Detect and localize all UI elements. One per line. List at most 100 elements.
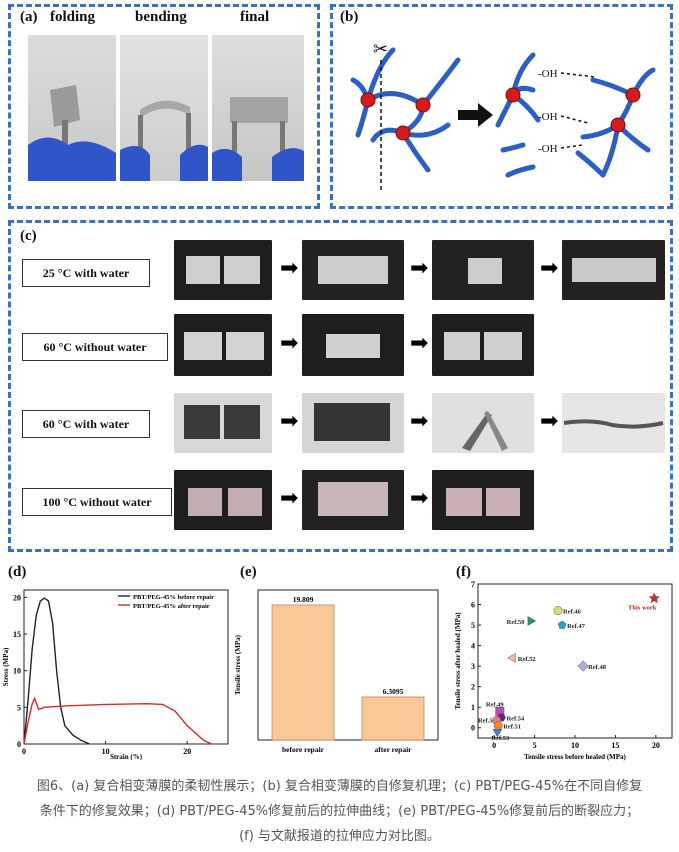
row2-photo-2 [302,314,404,376]
point-label: Ref.54 [506,715,525,722]
x-axis-label: Tensile stress before healed (MPa) [524,753,626,761]
point-label: This work [628,604,657,611]
series-line-after-repair [23,696,212,745]
x-tick-label: 5 [533,741,537,750]
marker-ref-51 [493,721,503,731]
point-label: Ref.50 [507,619,525,626]
point-label: Ref.52 [518,656,536,663]
panel-a-label-final: final [240,9,270,25]
row1-photo-1 [174,240,272,300]
x-tick-label: 0 [22,747,26,756]
marker-ref-52 [507,652,516,663]
y-tick-label: 20 [13,593,21,602]
row2-arrow-2: ➡ [410,331,429,356]
condition-25c-water: 25 °C with water [22,259,150,287]
row4-arrow-2: ➡ [410,486,429,511]
y-tick-label: 4 [471,642,475,651]
condition-100c-no-water: 100 °C without water [22,488,172,516]
panel-a-frame [8,4,320,209]
svg-text:✂: ✂ [373,39,388,59]
row1-arrow-3: ➡ [540,256,559,281]
y-tick-label: 0 [471,724,475,733]
y-tick-label: 7 [471,580,475,589]
row3-photo-2 [302,393,404,453]
y-tick-label: 0 [17,740,21,749]
panel-c-letter: (c) [20,228,37,244]
panel-b-letter: (b) [340,9,359,25]
row3-arrow-2: ➡ [410,409,429,434]
plot-frame [23,589,229,745]
row1-arrow-2: ➡ [410,256,429,281]
oh-label-1: -OH [538,68,558,80]
row4-arrow-1: ➡ [280,486,299,511]
oh-label-2: -OH [538,111,558,123]
point-label: Ref.5 [478,718,493,725]
panel-e-letter: (e) [240,564,257,580]
marker-ref-47 [557,620,567,629]
row3-arrow-1: ➡ [280,409,299,434]
panel-a-letter: (a) [20,9,38,25]
panel-d-letter: (d) [8,564,27,580]
row2-arrow-1: ➡ [280,331,299,356]
row1-photo-3 [432,240,534,300]
condition-60c-water: 60 °C with water [22,410,150,438]
row4-photo-2 [302,470,404,530]
row1-photo-2 [302,240,404,300]
row2-photo-3 [432,314,534,376]
caption-line-3: (f) 与文献报道的拉伸应力对比图。 [239,829,440,844]
legend-label: PBT/PEG-45% before repair [133,594,214,601]
condition-60c-no-water: 60 °C without water [22,333,168,361]
marker-this-work [648,592,661,604]
bending-photo [120,35,208,181]
point-label: Ref.47 [567,623,586,630]
x-tick-label: 10 [102,747,110,756]
row3-arrow-3: ➡ [540,409,559,434]
bar-value-label: 6.3095 [383,687,404,696]
y-tick-label: 3 [471,662,475,671]
y-axis-label: Tensile stress after healed (MPa) [454,612,462,710]
x-tick-label: 20 [183,747,191,756]
plot-frame [257,589,439,741]
panel-f-letter: (f) [456,564,471,580]
panel-a-label-folding: folding [50,9,96,25]
marker-ref-50 [527,616,537,626]
row4-photo-1 [174,470,272,530]
bar-after-repair [361,696,425,741]
panel-b-frame [330,4,673,209]
point-label: Ref.48 [588,664,607,671]
folding-photo [28,35,116,181]
y-tick-label: 2 [471,683,475,692]
caption-line-1: 图6、(a) 复合相变薄膜的柔韧性展示；(b) 复合相变薄膜的自修复机理；(c)… [36,779,643,794]
x-axis-label: Strain (%) [110,753,143,760]
y-axis-label: Tensile stress (MPa) [234,634,242,695]
x-tick-label: 20 [652,741,660,750]
y-axis-label: Stress (MPa) [2,647,10,686]
series-line-before-repair [23,597,90,745]
row4-photo-3 [432,470,534,530]
row3-photo-1 [174,393,272,453]
x-tick-label: 0 [492,741,496,750]
y-tick-label: 15 [13,630,21,639]
oh-label-3: -OH [538,143,558,155]
marker-ref-48 [577,660,589,672]
y-tick-label: 5 [17,703,21,712]
caption-line-2: 条件下的修复效果；(d) PBT/PEG-45%修复前后的拉伸曲线；(e) PB… [39,804,640,819]
row3-photo-3 [432,393,534,453]
y-tick-label: 10 [13,667,21,676]
final-photo [212,35,304,181]
y-tick-label: 6 [471,601,475,610]
row2-photo-1 [174,314,272,376]
panel-a-label-bending: bending [135,9,187,25]
x-tick-label: 10 [571,741,579,750]
point-label: Ref.49 [486,701,505,708]
category-label: after repair [375,745,413,754]
self-healing-mechanism-diagram: ✂ -OH -OH -OH [350,39,656,190]
marker-ref-46 [553,606,563,616]
y-tick-label: 5 [471,621,475,630]
legend-label: PBT/PEG-45% after repair [133,603,210,610]
panel-c-frame [8,220,673,552]
point-label: Ref.46 [563,609,582,616]
